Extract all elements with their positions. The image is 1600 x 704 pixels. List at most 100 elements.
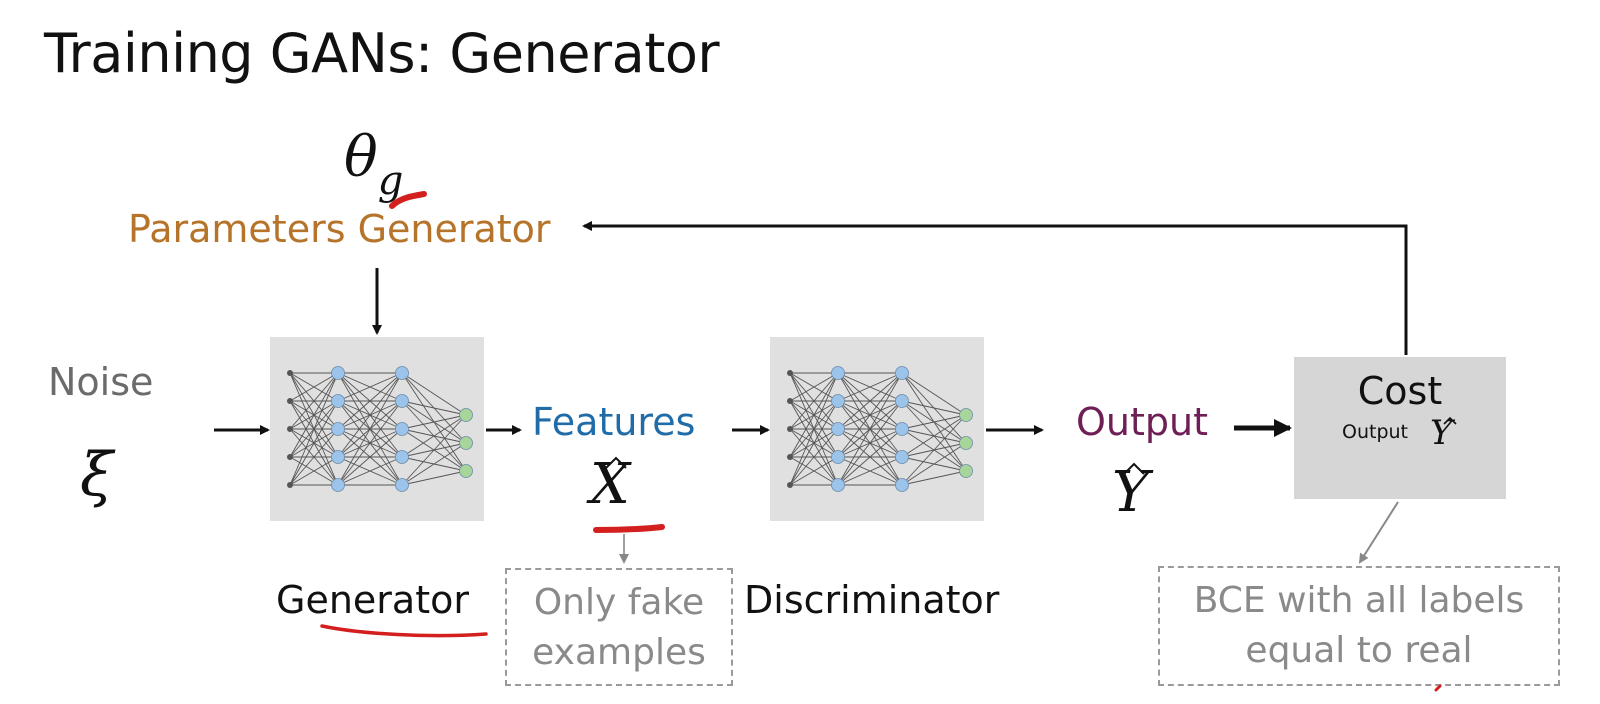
nn-node xyxy=(959,436,973,450)
nn-edge xyxy=(337,372,403,458)
noise-symbol: ξ xyxy=(80,440,114,510)
red-underline-generator xyxy=(320,624,488,638)
nn-node xyxy=(787,482,793,488)
nn-edge xyxy=(289,400,339,486)
bce-note: BCE with all labels equal to real xyxy=(1158,566,1560,686)
nn-node xyxy=(831,394,845,408)
nn-node xyxy=(395,366,409,380)
only-fake-note: Only fake examples xyxy=(505,568,733,686)
nn-node xyxy=(895,422,909,436)
nn-node xyxy=(787,426,793,432)
nn-node xyxy=(331,478,345,492)
nn-node xyxy=(831,450,845,464)
nn-edge xyxy=(901,372,967,416)
nn-node xyxy=(287,482,293,488)
nn-edge xyxy=(837,372,903,486)
theta-symbol: θ xyxy=(344,125,378,190)
only-fake-note-line2: examples xyxy=(532,632,706,673)
nn-edge xyxy=(337,372,403,402)
nn-node xyxy=(831,422,845,436)
nn-edge xyxy=(401,414,467,430)
nn-edge xyxy=(401,372,467,416)
nn-edge xyxy=(401,442,467,486)
nn-edge xyxy=(837,372,903,402)
nn-node xyxy=(287,454,293,460)
nn-edge xyxy=(789,372,839,486)
nn-edge xyxy=(401,400,467,416)
nn-node xyxy=(459,464,473,478)
red-underline-theta-subscript xyxy=(389,191,427,209)
slide-title: Training GANs: Generator xyxy=(44,22,720,85)
cost-to-parameters-arrow xyxy=(582,221,1408,355)
cost-box: Cost Output Y xyxy=(1294,357,1506,499)
nn-node xyxy=(287,398,293,404)
discriminator-label: Discriminator xyxy=(744,578,1000,622)
nn-node xyxy=(331,366,345,380)
nn-node xyxy=(895,450,909,464)
nn-edge xyxy=(837,372,903,458)
nn-edge xyxy=(337,428,403,486)
nn-node xyxy=(959,464,973,478)
nn-edge xyxy=(289,428,339,486)
nn-edge xyxy=(289,372,339,430)
nn-edge xyxy=(901,414,967,430)
nn-edge xyxy=(401,470,467,486)
red-mark-corner xyxy=(1434,684,1442,692)
nn-node xyxy=(331,422,345,436)
only-fake-note-line1: Only fake xyxy=(533,582,705,623)
nn-edge xyxy=(789,372,839,402)
nn-node xyxy=(787,398,793,404)
generator-label: Generator xyxy=(276,578,469,622)
nn-node xyxy=(895,478,909,492)
x-hat-accent xyxy=(605,456,627,469)
nn-edge xyxy=(789,372,839,430)
nn-edge xyxy=(901,400,967,416)
red-underline-x-hat xyxy=(593,524,665,533)
nn-node xyxy=(287,370,293,376)
nn-edge xyxy=(401,414,467,458)
nn-node xyxy=(787,370,793,376)
nn-node xyxy=(395,478,409,492)
nn-edge xyxy=(901,414,967,486)
nn-node xyxy=(787,454,793,460)
nn-edge xyxy=(901,442,967,486)
cost-subtitle: Output xyxy=(1342,421,1408,443)
nn-edge xyxy=(837,428,903,486)
nn-edge xyxy=(289,372,339,402)
nn-edge xyxy=(289,372,339,486)
bce-note-line1: BCE with all labels xyxy=(1193,580,1525,621)
nn-edge xyxy=(901,470,967,486)
output-label: Output xyxy=(1076,400,1208,444)
generator-network-diagram xyxy=(287,366,473,492)
output-symbol: Y xyxy=(1112,460,1149,525)
nn-edge xyxy=(289,456,339,486)
nn-node xyxy=(831,366,845,380)
nn-edge xyxy=(901,414,967,458)
bce-note-line2: equal to real xyxy=(1245,630,1473,671)
nn-node xyxy=(459,436,473,450)
discriminator-network-diagram xyxy=(787,366,973,492)
y-hat: Y xyxy=(1112,460,1149,525)
nn-node xyxy=(895,394,909,408)
features-label: Features xyxy=(532,400,696,444)
cost-to-bce-arrow xyxy=(1358,501,1399,564)
nn-edge xyxy=(337,372,403,430)
nn-node xyxy=(287,426,293,432)
nn-node xyxy=(831,478,845,492)
cost-symbol: Y xyxy=(1430,413,1453,453)
nn-edge xyxy=(789,400,839,486)
nn-node xyxy=(395,450,409,464)
y-hat-accent xyxy=(1123,462,1145,475)
nn-edge xyxy=(789,428,839,486)
nn-edge xyxy=(337,456,403,486)
cost-y-hat-accent xyxy=(1443,416,1457,425)
theta-g-symbol: θg xyxy=(344,125,403,204)
nn-edge xyxy=(337,372,403,486)
nn-edge xyxy=(401,414,467,486)
parameters-generator-label: Parameters Generator xyxy=(128,207,551,251)
generator-network-box xyxy=(270,337,484,521)
cost-title: Cost xyxy=(1357,369,1443,413)
theta-subscript: g xyxy=(377,158,404,205)
nn-node xyxy=(959,408,973,422)
